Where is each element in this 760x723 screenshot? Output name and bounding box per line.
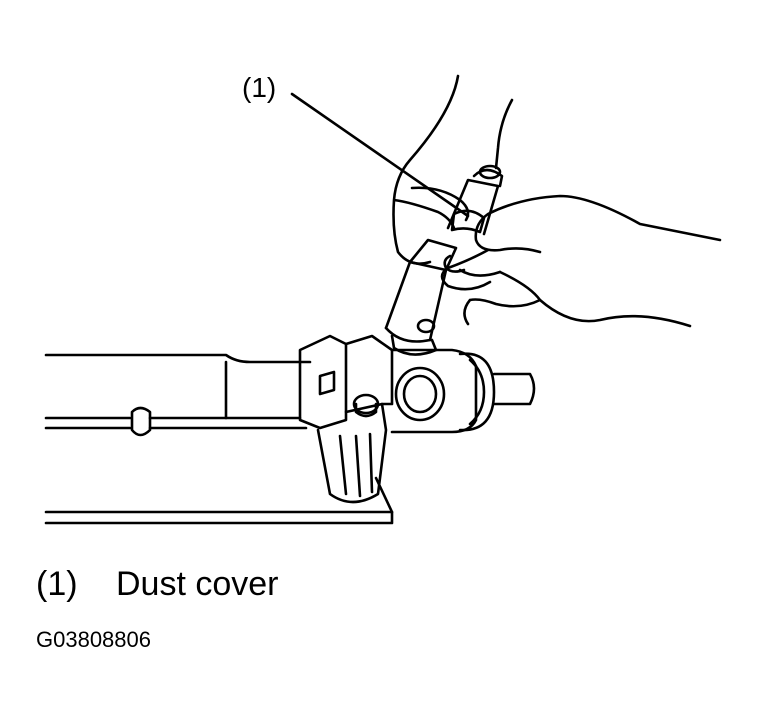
left-hand-thumb <box>410 186 470 222</box>
left-wrist <box>494 98 514 170</box>
bolt-shaft <box>354 402 378 418</box>
legend-item-label: Dust cover <box>116 565 279 603</box>
legend: (1) Dust cover <box>36 563 279 605</box>
right-thumb <box>443 254 466 273</box>
figure-code: G03808806 <box>36 627 151 652</box>
shaft-end <box>478 164 502 180</box>
illustration-svg <box>44 74 722 525</box>
left-hand <box>392 74 460 265</box>
right-palm <box>463 270 542 326</box>
right-hand <box>474 194 722 254</box>
pinion-cap <box>416 318 436 334</box>
bolt-head <box>352 393 380 415</box>
right-collar-inner <box>468 358 486 426</box>
mount-nut <box>318 370 336 396</box>
tube-clamp <box>130 406 152 437</box>
pinion-neck <box>408 238 458 272</box>
mount-bracket <box>298 334 348 430</box>
steering-gearbox-illustration <box>44 74 722 525</box>
shaft-tip <box>472 168 504 188</box>
pinion-shaft <box>446 178 500 236</box>
legend-item-number: (1) <box>36 565 78 603</box>
pinion-housing <box>384 260 448 342</box>
rack-tube <box>44 353 312 364</box>
mount-body <box>344 334 394 406</box>
mount-foot-rib <box>338 432 374 498</box>
pinion-collar <box>384 326 438 356</box>
port-inner <box>402 374 438 414</box>
port-outer <box>394 366 446 422</box>
right-shaft <box>492 372 536 406</box>
base-plate <box>44 510 394 525</box>
callout-leader-line <box>290 92 470 218</box>
callout-number: (1) <box>242 72 277 103</box>
mount-foot <box>316 402 388 504</box>
gear-housing <box>390 348 478 434</box>
right-forearm <box>538 298 692 328</box>
right-collar <box>458 352 496 432</box>
dust-cover <box>450 209 486 234</box>
